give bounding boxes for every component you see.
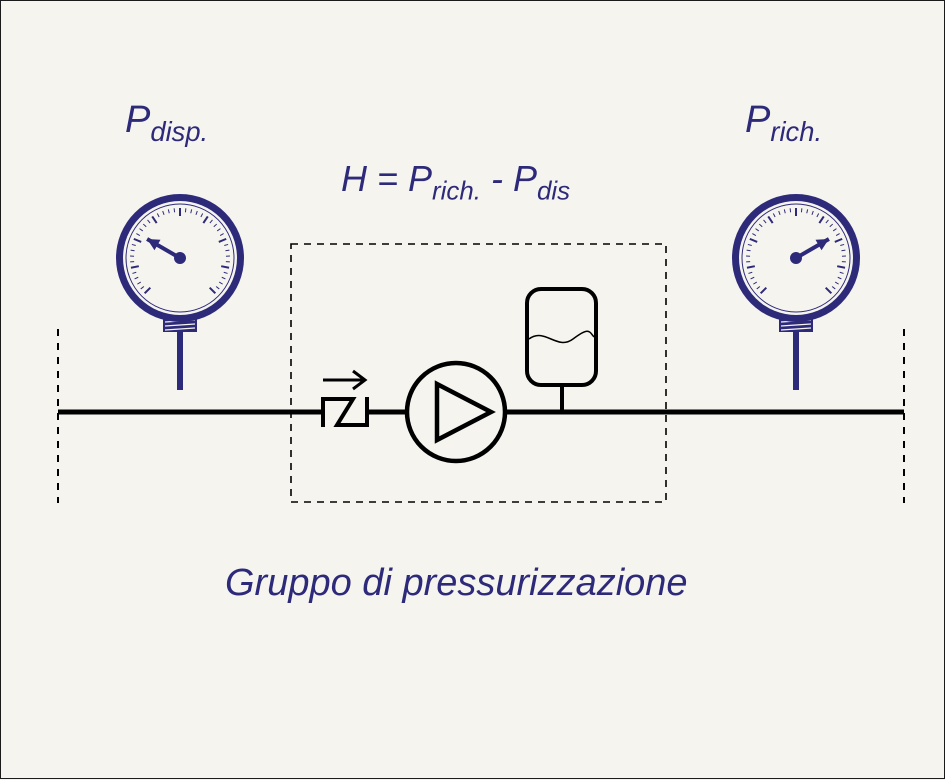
- pressure-gauge-left: [116, 194, 244, 390]
- pump-icon: [407, 363, 505, 461]
- pressure-gauge-right: [732, 194, 860, 390]
- check-valve-icon: [323, 371, 367, 427]
- expansion-vessel-icon: [527, 289, 596, 412]
